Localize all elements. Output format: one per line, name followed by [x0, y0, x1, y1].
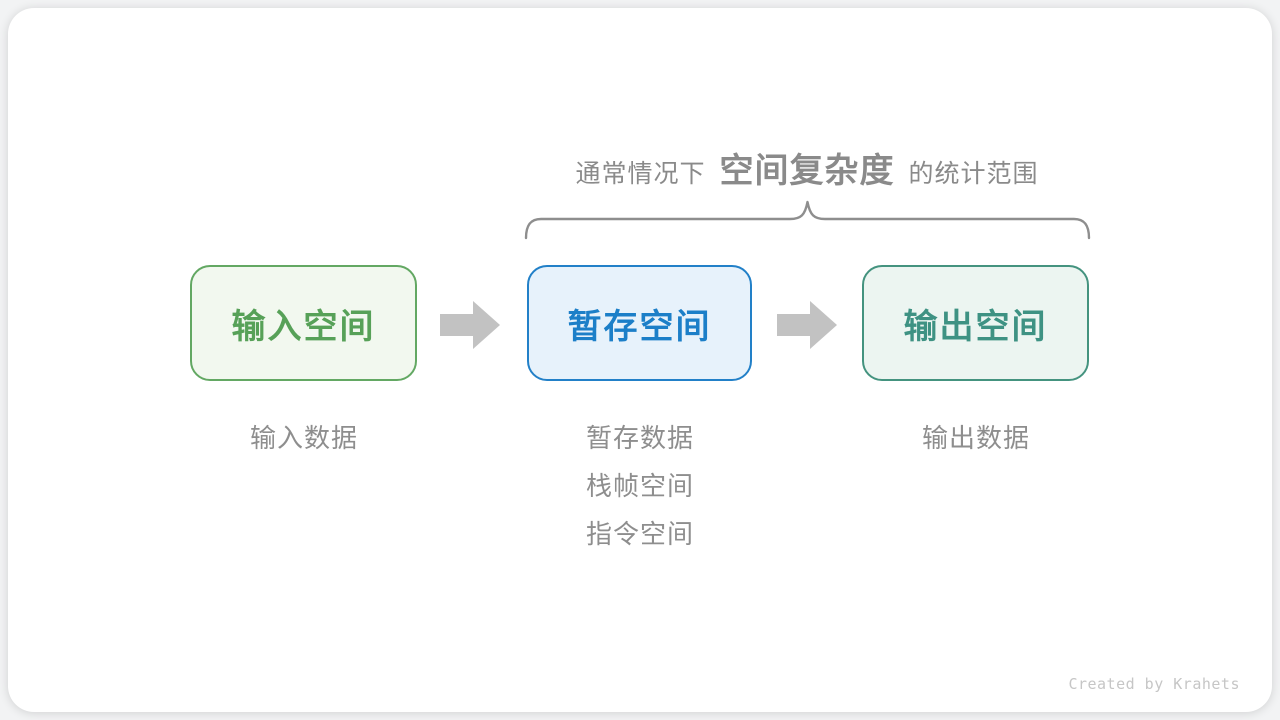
caption-input-space: 输入数据 — [250, 414, 358, 462]
node-input-space: 输入空间 — [190, 265, 417, 381]
caption-line: 输出数据 — [921, 423, 1031, 453]
caption-line: 输入数据 — [249, 423, 359, 453]
annotation-suffix: 的统计范围 — [908, 160, 1039, 188]
node-temporary-space: 暂存空间 — [527, 265, 752, 381]
caption-line: 栈帧空间 — [585, 471, 695, 501]
node-temporary-space-label: 暂存空间 — [567, 307, 712, 346]
credit-text: Created by Krahets — [1068, 675, 1240, 693]
node-output-space: 输出空间 — [862, 265, 1089, 381]
annotation-term: 空间复杂度 — [719, 152, 895, 190]
curly-brace-icon — [524, 200, 1091, 240]
node-input-space-label: 输入空间 — [231, 307, 376, 346]
node-output-space-label: 输出空间 — [903, 307, 1048, 346]
arrow-right-icon — [777, 301, 837, 349]
caption-output-space: 输出数据 — [922, 414, 1030, 462]
scope-annotation: 通常情况下 空间复杂度 的统计范围 — [575, 143, 1038, 192]
caption-line: 指令空间 — [585, 519, 695, 549]
annotation-prefix: 通常情况下 — [575, 160, 706, 188]
caption-temporary-space: 暂存数据 栈帧空间 指令空间 — [586, 414, 694, 558]
caption-line: 暂存数据 — [585, 423, 695, 453]
arrow-right-icon — [440, 301, 500, 349]
